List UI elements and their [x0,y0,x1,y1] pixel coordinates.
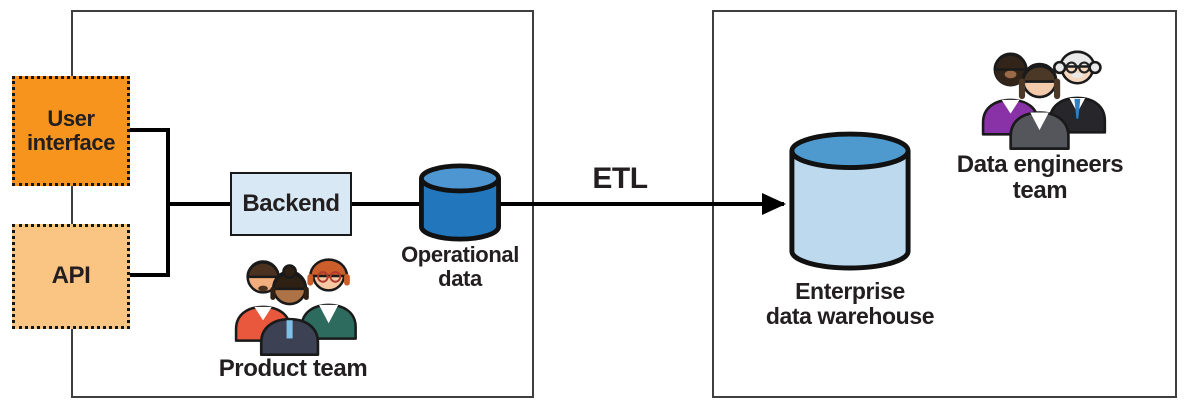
connector-ui-elbow [130,128,170,132]
api-box: API [12,224,130,329]
enterprise-warehouse-cylinder-icon [789,131,911,271]
etl-arrow-line [350,202,784,206]
connector-api-elbow [130,273,170,277]
data-engineers-team-label: Data engineers team [956,151,1124,205]
user-interface-label-line2: interface [26,130,116,155]
backend-label: Backend [242,189,340,217]
api-label: API [51,262,91,290]
product-team-icon [234,258,357,356]
operational-data-label: Operational data [401,242,519,292]
enterprise-warehouse-label: Enterprise data warehouse [765,278,935,330]
product-team-label: Product team [218,355,368,382]
etl-label: ETL [592,162,648,195]
backend-box: Backend [230,172,352,236]
user-interface-label-line1: User [47,105,95,131]
connector-to-backend [166,202,232,206]
etl-arrowhead-icon [762,193,786,215]
data-engineers-team-icon [981,50,1107,150]
operational-data-cylinder-icon [419,163,501,242]
user-interface-box: User interface [12,76,130,186]
